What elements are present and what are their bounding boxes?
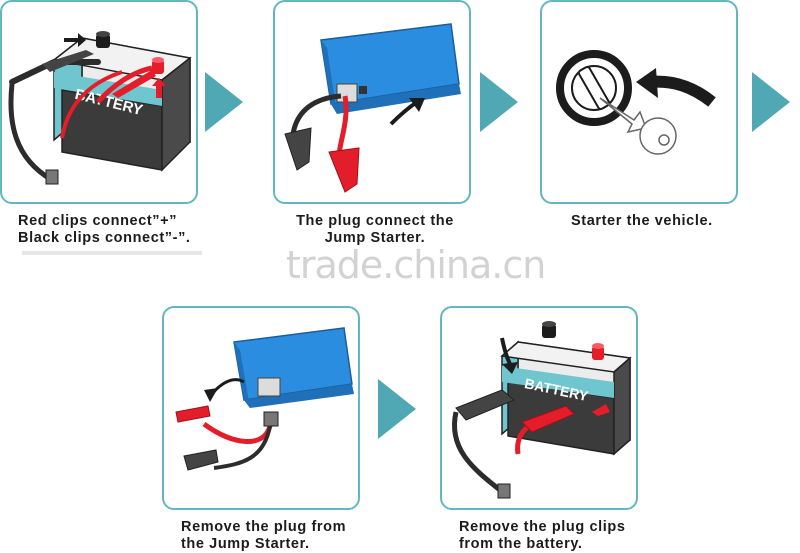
watermark: trade.china.cn: [286, 243, 546, 287]
step-2-caption-line-1: The plug connect the: [296, 213, 454, 229]
step-5-panel: BATTERY: [440, 306, 638, 510]
step-4-panel: [162, 306, 360, 510]
ignition-key-illustration: [556, 50, 716, 155]
next-arrow-3: [752, 72, 790, 132]
remove-clips-illustration: BATTERY: [452, 321, 632, 499]
step-3-caption: Starter the vehicle.: [571, 213, 713, 230]
step-4-caption-line-2: the Jump Starter.: [181, 536, 310, 552]
step-1-caption-line-2: Black clips connect”-”.: [18, 230, 191, 246]
next-arrow-2: [480, 72, 518, 132]
next-arrow-4: [378, 379, 416, 439]
step-2-caption: The plug connect the Jump Starter.: [290, 213, 460, 247]
battery-clips-illustration: BATTERY: [8, 31, 192, 185]
next-arrow-1: [205, 72, 243, 132]
jump-starter-plug-illustration: [284, 23, 461, 193]
step-1-caption-line-1: Red clips connect”+”: [18, 213, 178, 229]
step-4-caption: Remove the plug from the Jump Starter.: [181, 519, 346, 553]
blurred-smear: [22, 251, 202, 255]
step-2-caption-line-2: Jump Starter.: [324, 230, 426, 246]
step-3-caption-line-1: Starter the vehicle.: [571, 213, 713, 229]
step-5-caption: Remove the plug clips from the battery.: [459, 519, 626, 553]
step-1-caption: Red clips connect”+” Black clips connect…: [18, 213, 191, 247]
step-2-panel: [273, 0, 471, 204]
step-5-caption-line-2: from the battery.: [459, 536, 583, 552]
remove-plug-illustration: [175, 327, 354, 471]
step-3-panel: [540, 0, 738, 204]
step-1-panel: BATTERY: [0, 0, 198, 204]
step-5-caption-line-1: Remove the plug clips: [459, 519, 626, 535]
step-4-caption-line-1: Remove the plug from: [181, 519, 347, 535]
